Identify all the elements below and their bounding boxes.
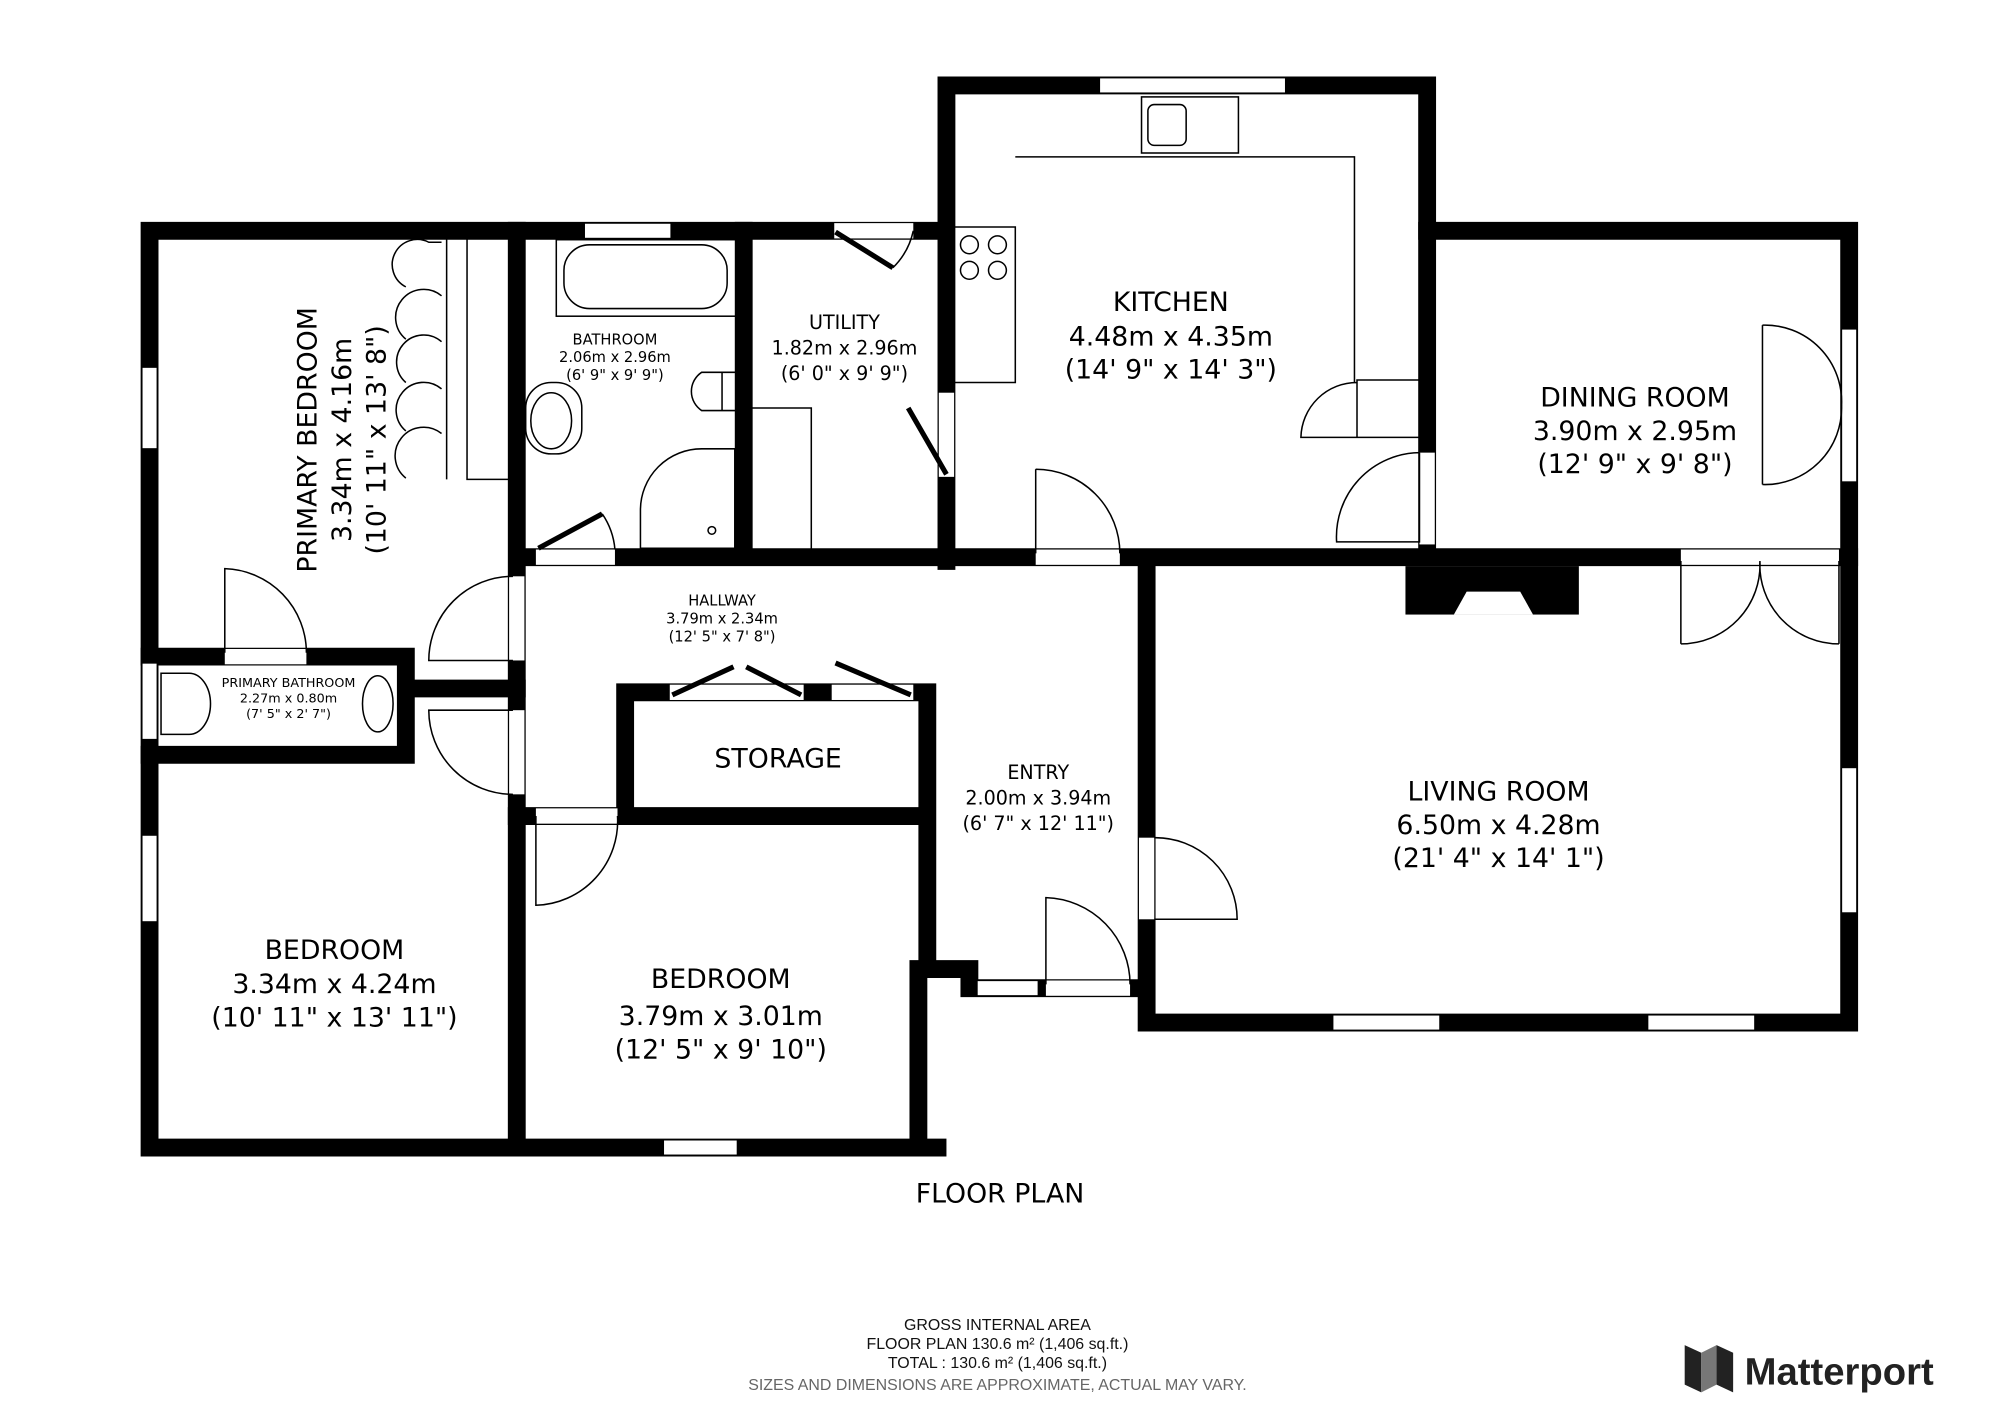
room-primary-bedroom: PRIMARY BEDROOM 3.34m x 4.16m (10' 11" x…	[293, 307, 393, 573]
room-imperial: (12' 5" x 7' 8")	[669, 628, 776, 645]
room-name: BATHROOM	[573, 331, 658, 348]
room-metric: 2.27m x 0.80m	[240, 692, 337, 707]
room-labels: PRIMARY BEDROOM 3.34m x 4.16m (10' 11" x…	[211, 287, 1737, 1065]
room-metric: 2.06m x 2.96m	[559, 349, 671, 366]
room-metric: 2.00m x 3.94m	[965, 787, 1111, 810]
windows	[141, 77, 1858, 1156]
area-floor-plan: FLOOR PLAN 130.6 m² (1,406 sq.ft.)	[866, 1336, 1128, 1353]
room-imperial: (10' 11" x 13' 8")	[361, 325, 392, 554]
room-name: PRIMARY BATHROOM	[222, 676, 356, 691]
room-metric: 3.90m x 2.95m	[1533, 416, 1737, 447]
walls	[140, 76, 1859, 1157]
room-bedroom-2: BEDROOM 3.79m x 3.01m (12' 5" x 9' 10")	[615, 964, 827, 1065]
room-imperial: (12' 9" x 9' 8")	[1537, 449, 1732, 480]
room-utility: UTILITY 1.82m x 2.96m (6' 0" x 9' 9")	[772, 311, 918, 385]
room-imperial: (6' 9" x 9' 9")	[566, 367, 664, 384]
room-imperial: (14' 9" x 14' 3")	[1065, 355, 1277, 386]
room-kitchen: KITCHEN 4.48m x 4.35m (14' 9" x 14' 3")	[1065, 287, 1277, 386]
disclaimer: SIZES AND DIMENSIONS ARE APPROXIMATE, AC…	[748, 1377, 1246, 1394]
fixtures	[160, 96, 1843, 736]
room-storage: STORAGE	[714, 744, 841, 775]
area-summary: GROSS INTERNAL AREA FLOOR PLAN 130.6 m² …	[748, 1317, 1246, 1394]
room-name: ENTRY	[1007, 761, 1069, 784]
room-name: PRIMARY BEDROOM	[293, 307, 324, 573]
room-name: KITCHEN	[1113, 287, 1229, 318]
matterport-logo-icon	[1684, 1345, 1734, 1393]
room-metric: 3.34m x 4.24m	[232, 969, 436, 1000]
room-bathroom: BATHROOM 2.06m x 2.96m (6' 9" x 9' 9")	[559, 331, 671, 384]
room-name: UTILITY	[809, 311, 880, 334]
room-metric: 3.79m x 2.34m	[666, 610, 778, 627]
room-hallway: HALLWAY 3.79m x 2.34m (12' 5" x 7' 8")	[666, 593, 778, 646]
room-imperial: (21' 4" x 14' 1")	[1392, 843, 1604, 874]
room-name: BEDROOM	[265, 935, 405, 966]
doors	[224, 223, 1840, 996]
area-heading: GROSS INTERNAL AREA	[904, 1317, 1091, 1334]
room-name: LIVING ROOM	[1407, 777, 1589, 808]
room-name: HALLWAY	[688, 593, 756, 610]
room-metric: 1.82m x 2.96m	[772, 336, 918, 359]
room-bedroom-1: BEDROOM 3.34m x 4.24m (10' 11" x 13' 11"…	[211, 935, 457, 1034]
room-metric: 3.34m x 4.16m	[327, 338, 358, 542]
room-metric: 3.79m x 3.01m	[619, 1001, 823, 1032]
plan-title: FLOOR PLAN	[916, 1178, 1085, 1209]
room-name: DINING ROOM	[1540, 383, 1730, 414]
room-entry: ENTRY 2.00m x 3.94m (6' 7" x 12' 11")	[962, 761, 1114, 835]
room-primary-bathroom: PRIMARY BATHROOM 2.27m x 0.80m (7' 5" x …	[222, 676, 356, 722]
room-metric: 6.50m x 4.28m	[1396, 810, 1600, 841]
room-imperial: (7' 5" x 2' 7")	[246, 707, 331, 722]
room-name: BEDROOM	[651, 964, 791, 995]
brand-name: Matterport	[1745, 1351, 1934, 1394]
room-imperial: (10' 11" x 13' 11")	[211, 1002, 457, 1033]
matterport-logo: Matterport	[1684, 1345, 1934, 1394]
room-imperial: (6' 0" x 9' 9")	[781, 362, 908, 385]
room-imperial: (6' 7" x 12' 11")	[962, 812, 1114, 835]
room-imperial: (12' 5" x 9' 10")	[615, 1034, 827, 1065]
room-metric: 4.48m x 4.35m	[1069, 322, 1273, 353]
area-total: TOTAL : 130.6 m² (1,406 sq.ft.)	[888, 1355, 1107, 1372]
room-living-room: LIVING ROOM 6.50m x 4.28m (21' 4" x 14' …	[1392, 777, 1604, 874]
room-dining-room: DINING ROOM 3.90m x 2.95m (12' 9" x 9' 8…	[1533, 383, 1737, 480]
